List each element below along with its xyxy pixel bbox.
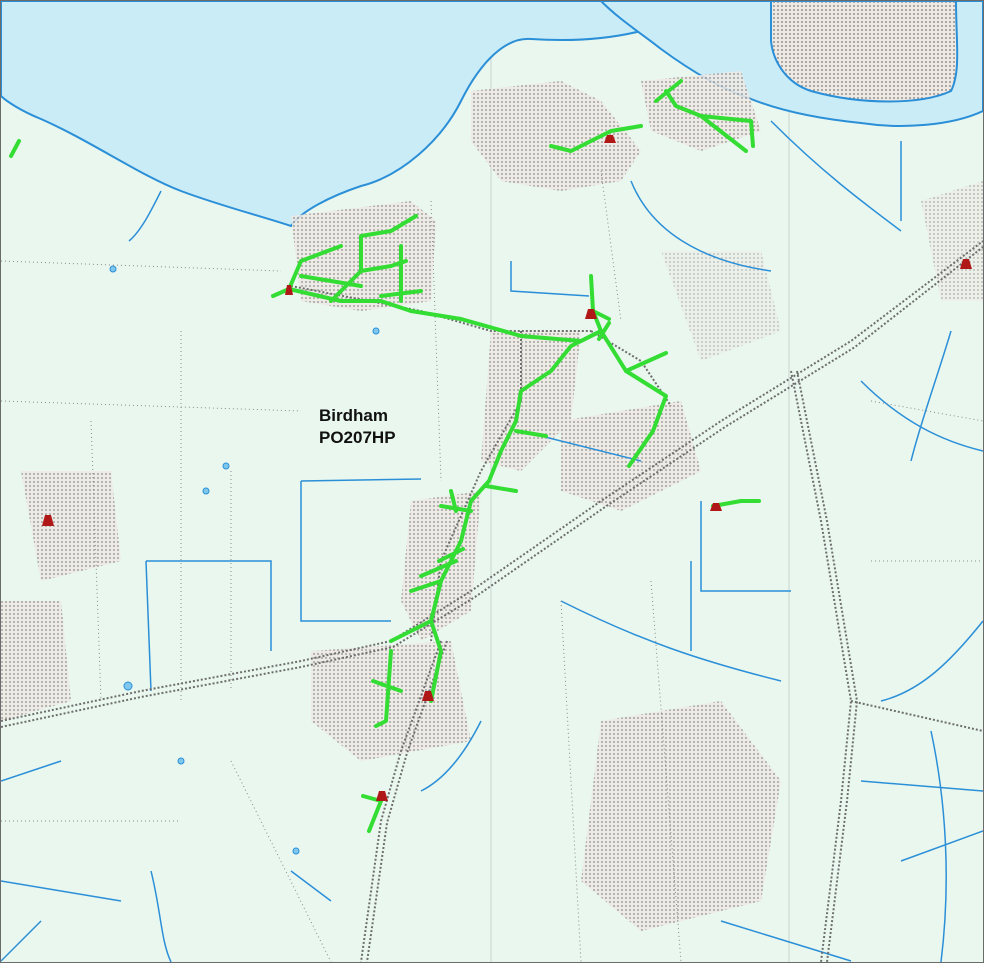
sewer-network	[9, 79, 761, 833]
field-boundaries	[1, 170, 983, 962]
watercourses	[1, 120, 983, 962]
pump-station-icon	[376, 791, 388, 801]
pump-station-icon	[285, 285, 293, 295]
roads	[1, 240, 983, 962]
locality-name: Birdham	[319, 406, 388, 425]
pump-station-icon	[960, 259, 972, 269]
pump-stations	[42, 135, 972, 801]
postcode: PO207HP	[319, 428, 396, 447]
marina-land	[770, 1, 959, 103]
pump-station-icon	[604, 135, 616, 143]
pump-station-icon	[710, 503, 722, 511]
pump-station-icon	[585, 309, 597, 319]
pump-station-icon	[42, 515, 54, 526]
place-label: Birdham PO207HP	[319, 405, 396, 449]
ponds	[109, 265, 380, 855]
settlement-areas	[1, 71, 983, 931]
pump-station-icon	[422, 691, 434, 701]
estuary-water	[1, 1, 642, 228]
